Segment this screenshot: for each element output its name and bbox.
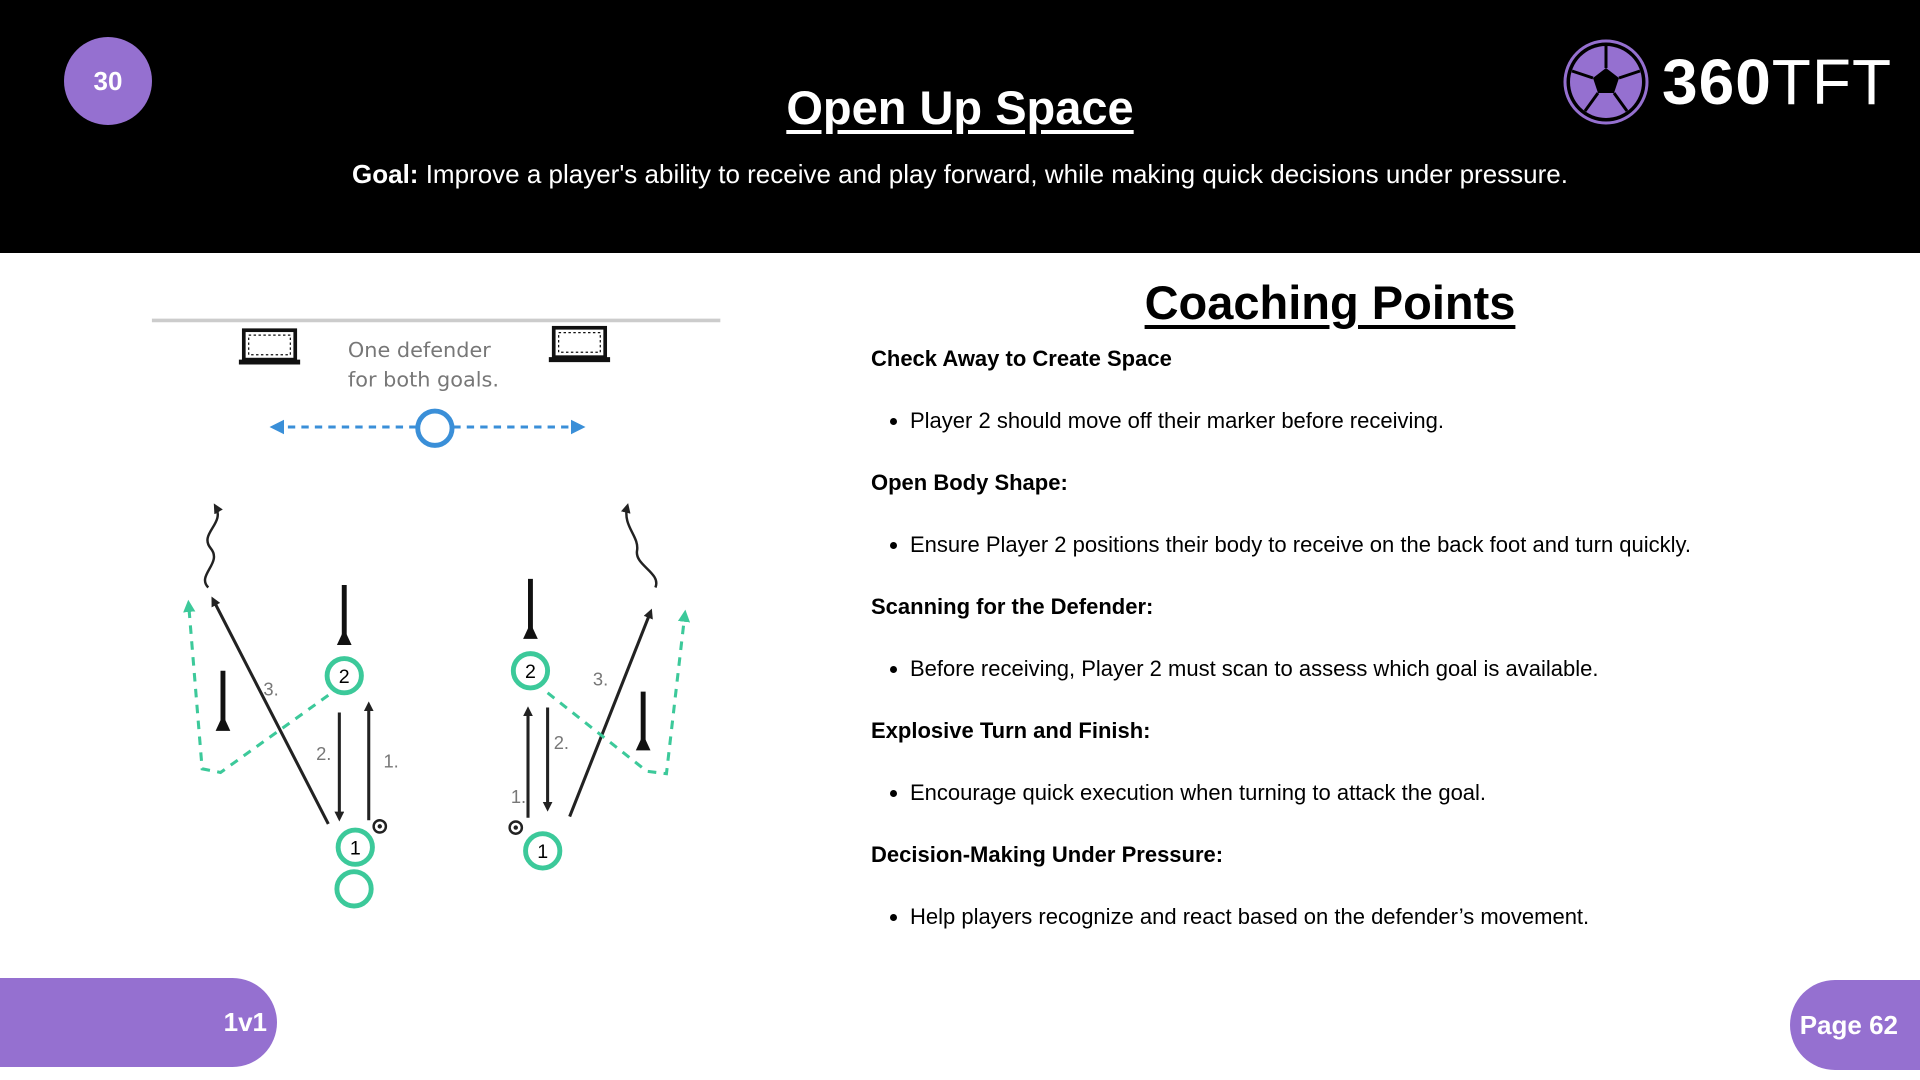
goal-statement: Goal: Improve a player's ability to rece… — [0, 159, 1920, 190]
goal-text: Improve a player's ability to receive an… — [418, 159, 1568, 189]
page-number: Page 62 — [1790, 980, 1920, 1070]
goal-icon — [548, 325, 611, 363]
point-heading: Scanning for the Defender: — [871, 594, 1154, 619]
player-2-marker — [510, 651, 551, 691]
brand-logo: 360TFT — [1562, 38, 1892, 126]
cone-marker — [336, 585, 352, 646]
ball-icon — [372, 819, 388, 834]
point-bullet: Encourage quick execution when turning t… — [871, 780, 1871, 842]
step-label: 3. — [263, 678, 278, 699]
step-label: 3. — [593, 668, 608, 689]
player-label: 1 — [537, 841, 548, 863]
shot-arrow — [568, 608, 653, 818]
player-label: 2 — [525, 661, 536, 683]
point-heading: Open Body Shape: — [871, 470, 1068, 495]
point-bullet: Before receiving, Player 2 must scan to … — [871, 656, 1871, 718]
dribble-path — [621, 503, 658, 588]
point-heading: Explosive Turn and Finish: — [871, 718, 1151, 743]
shot-arrow — [211, 596, 330, 825]
coaching-points-title: Coaching Points — [1144, 276, 1516, 329]
step-label: 2. — [554, 732, 569, 753]
player-label: 1 — [350, 838, 361, 860]
logo-text-bold: 360 — [1662, 46, 1772, 118]
diagram-note-line2: for both goals. — [348, 368, 499, 392]
logo-wordmark: 360TFT — [1662, 45, 1892, 119]
step-label: 2. — [316, 743, 331, 764]
goal-icon — [238, 328, 301, 365]
logo-text-light: TFT — [1771, 46, 1893, 118]
player-1-marker — [523, 831, 563, 871]
waiting-player-marker — [334, 869, 374, 909]
category-tag: 1v1 — [0, 978, 277, 1067]
player-label: 2 — [339, 666, 350, 688]
run-path — [183, 599, 330, 775]
drill-number-badge: 30 — [64, 37, 152, 125]
dribble-path — [203, 503, 223, 589]
step-label: 1. — [511, 786, 526, 807]
run-path — [546, 609, 691, 776]
point-bullet: Ensure Player 2 positions their body to … — [871, 532, 1871, 594]
ball-icon — [508, 820, 524, 835]
diagram-note-line1: One defender — [348, 338, 491, 362]
page-title: Open Up Space — [786, 81, 1134, 134]
goal-label: Goal: — [352, 159, 419, 189]
cone-marker — [215, 670, 231, 731]
cone-marker — [523, 578, 538, 639]
player-2-marker — [324, 656, 364, 696]
cone-marker — [635, 691, 651, 751]
defender-marker — [415, 408, 455, 448]
player-1-marker — [335, 827, 375, 867]
point-bullet: Help players recognize and react based o… — [871, 904, 1871, 966]
coaching-points-list: Check Away to Create Space Player 2 shou… — [871, 346, 1871, 966]
soccer-ball-icon — [1563, 39, 1649, 125]
point-heading: Decision-Making Under Pressure: — [871, 842, 1224, 867]
point-heading: Check Away to Create Space — [871, 346, 1172, 371]
step-label: 1. — [383, 751, 398, 772]
point-bullet: Player 2 should move off their marker be… — [871, 408, 1871, 470]
header-bar: 30 Open Up Space Goal: Improve a player'… — [0, 0, 1920, 253]
drill-diagram: One defender for both goals. 3. 2. 1. 2 … — [151, 318, 721, 909]
